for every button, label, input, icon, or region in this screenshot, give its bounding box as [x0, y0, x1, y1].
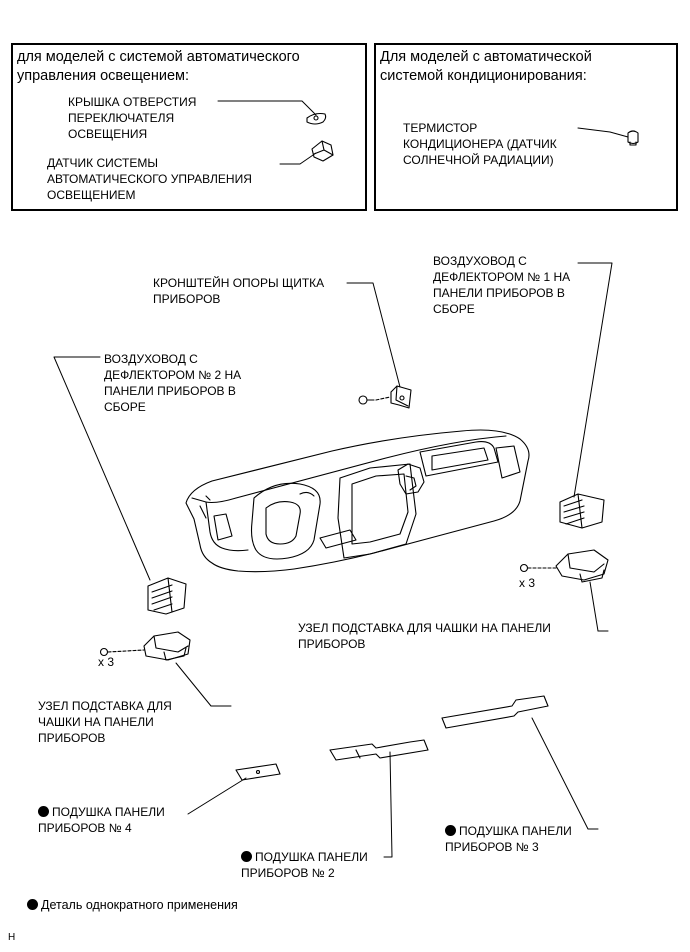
single-use-dot-icon: [445, 825, 456, 836]
cushion-no2-label: ПОДУШКА ПАНЕЛИ ПРИБОРОВ № 2: [241, 850, 368, 880]
switch-hole-cover-icon: [306, 112, 327, 125]
single-use-dot-icon: [241, 851, 252, 862]
cushion-no3-label: ПОДУШКА ПАНЕЛИ ПРИБОРОВ № 3: [445, 824, 572, 854]
cup-holder-left-icon: [99, 631, 191, 661]
auto-ac-box: [374, 43, 678, 211]
light-sensor-icon: [311, 140, 334, 162]
single-use-dot-icon: [38, 806, 49, 817]
duct-no2-label: ВОЗДУХОВОД С ДЕФЛЕКТОРОМ № 2 НА ПАНЕЛИ П…: [104, 352, 242, 414]
bracket-icon: [390, 385, 412, 409]
duct-no1-label: ВОЗДУХОВОД С ДЕФЛЕКТОРОМ № 1 НА ПАНЕЛИ П…: [433, 254, 571, 316]
qty-left-label: x 3: [98, 655, 115, 669]
legend: Деталь однократного применения: [27, 897, 238, 913]
cushion-no2-icon: [329, 739, 429, 761]
auto-ac-header: Для моделей с автоматической системой ко…: [380, 49, 592, 84]
bolt-icon: [358, 395, 391, 405]
legend-dot-icon: [27, 899, 38, 910]
switch-hole-cover-label: КРЫШКА ОТВЕРСТИЯ ПЕРЕКЛЮЧАТЕЛЯ ОСВЕЩЕНИЯ: [68, 95, 197, 141]
leader-lines: [53, 100, 629, 858]
cushion-no4-icon: [235, 763, 281, 781]
cup-holder-right-icon: [519, 549, 609, 583]
thermistor-label: ТЕРМИСТОР КОНДИЦИОНЕРА (ДАТЧИК СОЛНЕЧНОЙ…: [403, 121, 557, 167]
instrument-panel-icon: [185, 429, 530, 573]
cushion-no4-label: ПОДУШКА ПАНЕЛИ ПРИБОРОВ № 4: [38, 805, 165, 835]
cup-holder-right-label: УЗЕЛ ПОДСТАВКА ДЛЯ ЧАШКИ НА ПАНЕЛИ ПРИБО…: [298, 621, 551, 651]
thermistor-icon: [627, 130, 639, 146]
auto-lighting-box: [11, 43, 367, 211]
auto-lighting-header: для моделей с системой автоматического у…: [17, 49, 300, 84]
cup-holder-left-label: УЗЕЛ ПОДСТАВКА ДЛЯ ЧАШКИ НА ПАНЕЛИ ПРИБО…: [38, 699, 172, 745]
qty-right-label: x 3: [519, 576, 536, 590]
light-sensor-label: ДАТЧИК СИСТЕМЫ АВТОМАТИЧЕСКОГО УПРАВЛЕНИ…: [47, 156, 252, 202]
duct-no2-icon: [147, 577, 187, 615]
bracket-label: КРОНШТЕЙН ОПОРЫ ЩИТКА ПРИБОРОВ: [153, 276, 325, 306]
duct-no1-icon: [559, 493, 605, 529]
corner-mark: H: [8, 932, 16, 943]
cushion-no3-icon: [441, 695, 549, 729]
